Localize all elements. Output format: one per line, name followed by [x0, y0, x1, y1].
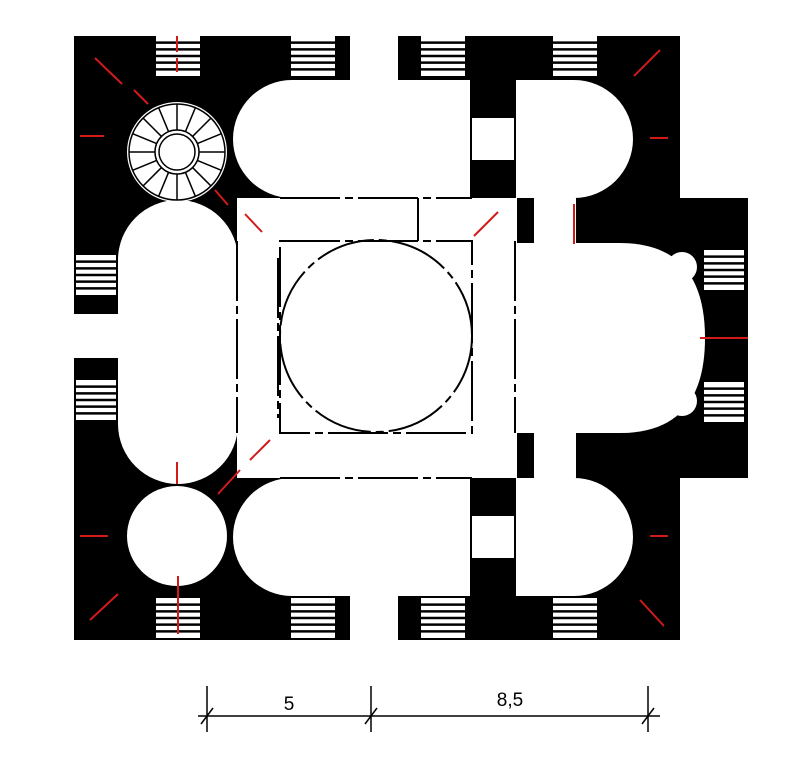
red-mark — [133, 89, 149, 105]
spiral-stair-step — [197, 132, 222, 145]
red-mark — [89, 593, 119, 621]
red-mark — [639, 599, 665, 627]
passage-sanctuary-south — [534, 433, 576, 478]
passage-north — [472, 118, 514, 160]
spiral-stair-step — [142, 117, 162, 137]
dome-outline — [236, 197, 516, 479]
west-narthex — [118, 200, 238, 484]
doorway-west — [74, 314, 118, 358]
red-mark — [633, 49, 661, 77]
south-aisle — [233, 478, 470, 596]
spiral-stair-ring — [158, 133, 196, 171]
spiral-stair-step — [197, 159, 222, 172]
passage-south — [472, 516, 514, 558]
scale-slash-mid — [364, 707, 378, 725]
scale-slash-end — [641, 707, 655, 725]
spiral-stair-step — [142, 167, 162, 187]
doorway-north — [350, 36, 398, 80]
red-mark — [249, 439, 271, 461]
red-mark — [473, 211, 499, 237]
spiral-stair-step — [184, 172, 197, 197]
north-aisle — [233, 80, 470, 198]
scale-slash-start — [200, 707, 214, 725]
spiral-stair-step — [157, 172, 170, 197]
red-mark — [244, 213, 263, 233]
doorway-south — [350, 596, 398, 640]
scale-label-segment-2: 8,5 — [497, 690, 523, 711]
apse-niche-top — [667, 252, 697, 282]
spiral-stair-step — [192, 117, 212, 137]
red-mark — [214, 189, 229, 206]
apse-niche-bottom — [667, 386, 697, 416]
spiral-stair-step — [184, 107, 197, 132]
spiral-stair-step — [192, 167, 212, 187]
window-openings — [76, 36, 744, 638]
dome-square — [279, 240, 473, 434]
spiral-stair-step — [132, 132, 157, 145]
spiral-stair — [128, 103, 226, 201]
scale-label-segment-1: 5 — [284, 694, 295, 715]
rooms — [74, 36, 705, 640]
south-east-chapel — [516, 478, 633, 596]
spiral-stair-step — [132, 159, 157, 172]
red-mark — [94, 57, 123, 85]
north-east-chapel — [516, 80, 633, 198]
passage-sanctuary-north — [534, 198, 576, 243]
round-chapel-bottom-left — [127, 486, 227, 586]
sanctuary-apse — [515, 243, 705, 433]
red-axis-marks — [80, 36, 748, 634]
red-mark — [217, 469, 241, 495]
scale-bar — [198, 686, 660, 732]
spiral-stair-step — [157, 107, 170, 132]
